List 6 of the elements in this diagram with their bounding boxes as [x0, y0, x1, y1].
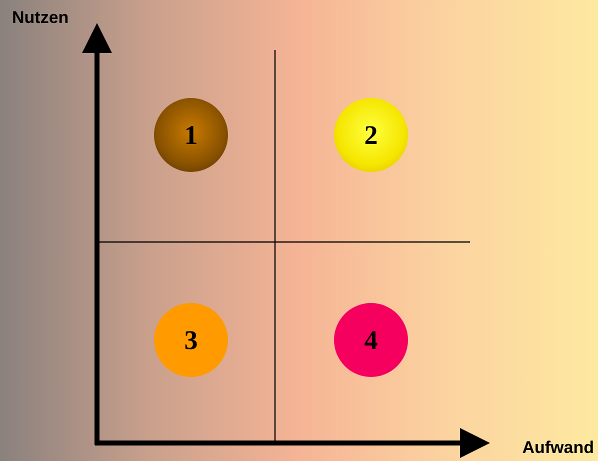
axis-label: Aufwand	[522, 438, 594, 458]
numbered-circle: 2	[334, 98, 408, 172]
numbered-circle: 4	[334, 303, 408, 377]
numbered-circle: 3	[154, 303, 228, 377]
numbered-circle: 1	[154, 98, 228, 172]
axis-label: Nutzen	[12, 8, 69, 28]
